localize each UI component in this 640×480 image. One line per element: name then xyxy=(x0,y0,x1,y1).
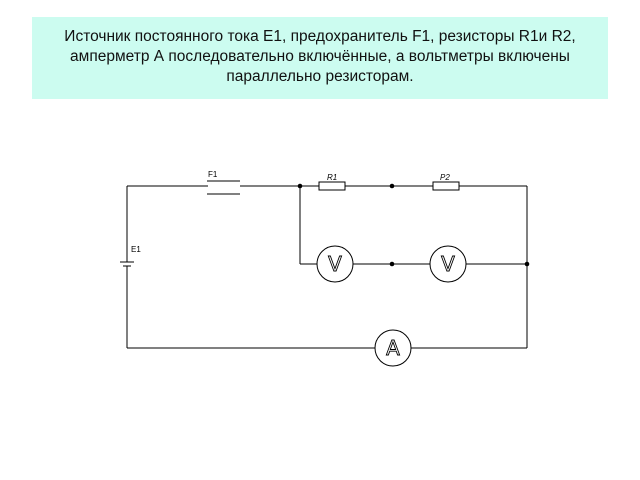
voltmeter-1: V xyxy=(316,245,354,283)
junction-dot-right xyxy=(524,261,530,267)
ammeter-letter: A xyxy=(386,336,400,360)
voltmeter-2-letter: V xyxy=(441,252,455,276)
fuse-f1: F1 xyxy=(207,170,240,195)
voltmeter-2-circle xyxy=(429,245,467,283)
source-e1: E1 xyxy=(120,245,141,267)
fuse-f1-label: F1 xyxy=(208,170,218,179)
caption-line-3: параллельно резисторам. xyxy=(226,68,414,85)
resistor-r1-body xyxy=(318,181,346,191)
caption-box: Источник постоянного тока E1, предохрани… xyxy=(32,17,608,99)
voltmeter-1-circle xyxy=(316,245,354,283)
voltmeter-1-letter: V xyxy=(328,252,342,276)
resistor-r2-label: P2 xyxy=(440,173,450,182)
ammeter-circle xyxy=(374,329,412,367)
junction-dot-top-left xyxy=(297,183,303,189)
resistor-r1: R1 xyxy=(318,173,346,191)
ammeter: A xyxy=(374,329,412,367)
resistor-r1-label: R1 xyxy=(327,173,337,182)
voltmeter-2: V xyxy=(429,245,467,283)
junction-dot-mid xyxy=(389,261,395,267)
resistor-r2-body xyxy=(432,181,460,191)
resistor-r2: P2 xyxy=(432,173,460,191)
source-e1-label: E1 xyxy=(131,245,141,254)
caption-line-1: Источник постоянного тока E1, предохрани… xyxy=(64,28,576,45)
junction-dot-top-middle xyxy=(389,183,395,189)
caption-line-2: амперметр А последовательно включённые, … xyxy=(70,48,570,65)
junction-dots xyxy=(297,183,530,267)
